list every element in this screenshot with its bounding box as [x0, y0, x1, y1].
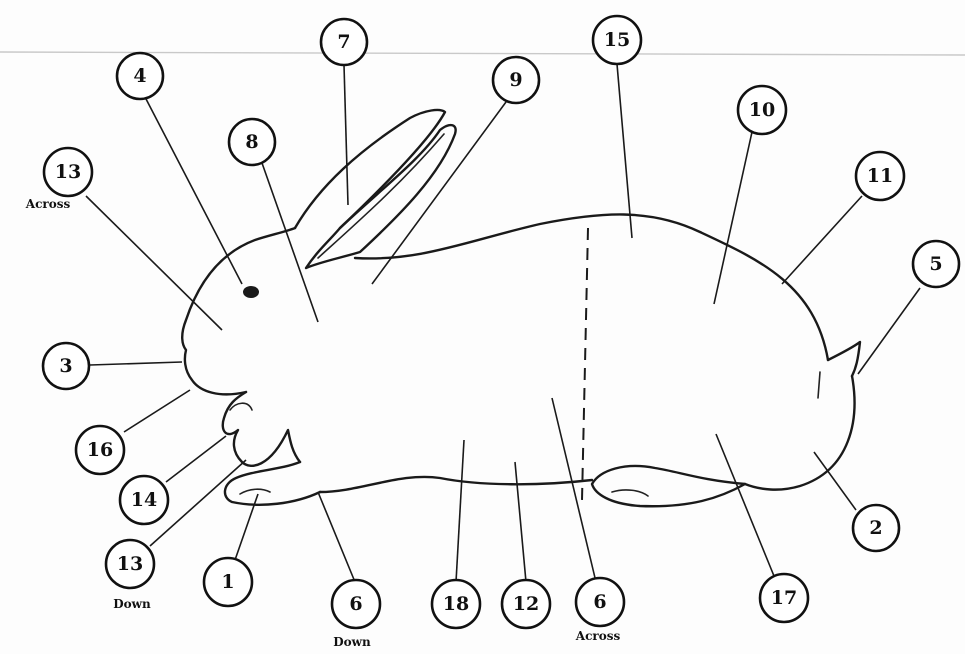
callout-16: 16	[76, 426, 124, 474]
callout-number: 3	[59, 355, 72, 377]
callout-15: 15	[593, 16, 641, 64]
leader-12	[515, 462, 526, 582]
callout-number: 11	[867, 165, 893, 187]
leader-18	[456, 440, 464, 582]
leader-14	[166, 436, 226, 482]
hind-foot-toe	[612, 490, 648, 496]
callout-13-down: 13 Down	[106, 540, 154, 611]
callout-number: 13	[117, 553, 143, 575]
callout-8: 8	[229, 119, 275, 165]
leader-7	[344, 65, 348, 205]
rabbit-front-foot	[225, 462, 320, 505]
leader-16	[124, 390, 190, 432]
callout-number: 16	[87, 439, 113, 461]
ear-inner-line	[318, 134, 444, 258]
leader-lines	[86, 64, 920, 582]
rabbit-forelegs	[223, 392, 300, 466]
callout-5: 5	[913, 241, 959, 287]
leader-13a	[86, 196, 222, 330]
callout-number: 7	[337, 31, 350, 53]
rabbit-hind-foot	[592, 466, 745, 506]
callout-note: Down	[113, 597, 151, 611]
rabbit-back	[355, 214, 828, 360]
body-divider-dashed	[582, 228, 588, 500]
foreleg-fold	[230, 403, 252, 410]
rabbit-rump	[745, 376, 854, 490]
callout-number: 2	[869, 517, 882, 539]
leader-17	[716, 434, 774, 576]
rabbit-belly	[320, 477, 592, 492]
leader-10	[714, 132, 752, 304]
callout-number: 13	[55, 161, 81, 183]
callout-note: Across	[575, 629, 621, 643]
leader-2	[814, 452, 856, 510]
callout-number: 18	[443, 593, 469, 615]
callout-7: 7	[321, 19, 367, 65]
callout-number: 8	[245, 131, 258, 153]
callout-13-across: 13 Across	[25, 148, 92, 211]
callout-number: 9	[509, 69, 522, 91]
callout-number: 15	[604, 29, 630, 51]
callout-9: 9	[493, 57, 539, 103]
rabbit-head	[182, 228, 295, 394]
leader-4	[145, 97, 242, 284]
rabbit-tail	[828, 342, 860, 376]
callout-number: 10	[749, 99, 775, 121]
leader-6d	[318, 492, 355, 582]
callout-number: 6	[349, 593, 362, 615]
callout-12: 12	[502, 580, 550, 628]
callout-number: 12	[513, 593, 539, 615]
rabbit-outline	[182, 110, 860, 506]
callout-note: Across	[25, 197, 71, 211]
leader-6a	[552, 398, 596, 582]
callout-14: 14	[120, 476, 168, 524]
front-foot-toe	[240, 489, 270, 494]
callout-number: 17	[771, 587, 797, 609]
callout-3: 3	[43, 343, 89, 389]
callout-number: 6	[593, 591, 606, 613]
callout-17: 17	[760, 574, 808, 622]
leader-15	[617, 64, 632, 238]
rabbit-eye	[243, 286, 259, 298]
callout-number: 5	[929, 253, 942, 275]
callout-18: 18	[432, 580, 480, 628]
callout-2: 2	[853, 505, 899, 551]
leader-3	[90, 362, 182, 365]
leader-5	[858, 288, 920, 374]
callout-6-down: 6 Down	[332, 580, 380, 649]
callout-4: 4	[117, 53, 163, 99]
callout-6-across: 6 Across	[575, 578, 624, 643]
callout-note: Down	[333, 635, 371, 649]
leader-8	[262, 163, 318, 322]
rabbit-tail-mark	[818, 372, 820, 398]
callout-10: 10	[738, 86, 786, 134]
callout-1: 1	[204, 558, 252, 606]
callout-11: 11	[856, 152, 904, 200]
callout-number: 4	[133, 65, 146, 87]
callout-number: 14	[131, 489, 157, 511]
callout-number: 1	[221, 571, 234, 593]
leader-11	[782, 196, 862, 284]
